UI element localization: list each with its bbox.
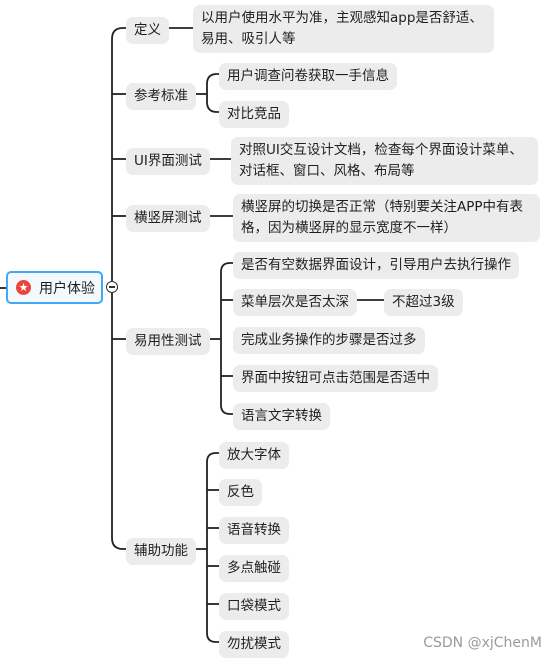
- root-label: 用户体验: [39, 280, 95, 297]
- branch-orientation[interactable]: 横竖屏测试: [126, 205, 210, 232]
- accessibility-item-pocket-mode[interactable]: 口袋模式: [219, 593, 289, 620]
- ui-test-detail[interactable]: 对照UI交互设计文档，检查每个界面设计菜单、对话框、窗口、风格、布局等: [231, 137, 538, 185]
- branch-accessibility[interactable]: 辅助功能: [126, 538, 196, 565]
- accessibility-item-voice[interactable]: 语音转换: [219, 517, 289, 544]
- usability-item-button-range[interactable]: 界面中按钮可点击范围是否适中: [233, 365, 438, 392]
- accessibility-item-dnd-mode[interactable]: 勿扰模式: [219, 631, 289, 658]
- root-node[interactable]: ★ 用户体验: [6, 271, 103, 304]
- branch-ui-test[interactable]: UI界面测试: [126, 148, 210, 175]
- reference-item-competitor[interactable]: 对比竞品: [219, 101, 289, 128]
- accessibility-item-multitouch[interactable]: 多点触碰: [219, 555, 289, 582]
- usability-item-empty-state[interactable]: 是否有空数据界面设计，引导用户去执行操作: [233, 252, 519, 279]
- branch-usability[interactable]: 易用性测试: [126, 328, 210, 355]
- usability-item-language[interactable]: 语言文字转换: [233, 403, 330, 430]
- collapse-toggle-button[interactable]: [106, 281, 118, 293]
- accessibility-item-enlarge-font[interactable]: 放大字体: [219, 442, 289, 469]
- orientation-detail[interactable]: 横竖屏的切换是否正常（特别要关注APP中有表格，因为横竖屏的显示宽度不一样）: [233, 194, 540, 242]
- watermark: CSDN @xjChenM: [423, 635, 542, 651]
- branch-definition[interactable]: 定义: [126, 17, 169, 44]
- accessibility-item-invert-colors[interactable]: 反色: [219, 479, 262, 506]
- branch-reference[interactable]: 参考标准: [126, 83, 196, 110]
- usability-item-menu-depth[interactable]: 菜单层次是否太深: [233, 289, 357, 316]
- star-badge-icon: ★: [16, 280, 31, 295]
- menu-depth-note[interactable]: 不超过3级: [384, 289, 463, 316]
- definition-detail[interactable]: 以用户使用水平为准，主观感知app是否舒适、易用、吸引人等: [193, 5, 494, 53]
- usability-item-steps[interactable]: 完成业务操作的步骤是否过多: [233, 327, 425, 354]
- reference-item-questionnaire[interactable]: 用户调查问卷获取一手信息: [219, 63, 397, 90]
